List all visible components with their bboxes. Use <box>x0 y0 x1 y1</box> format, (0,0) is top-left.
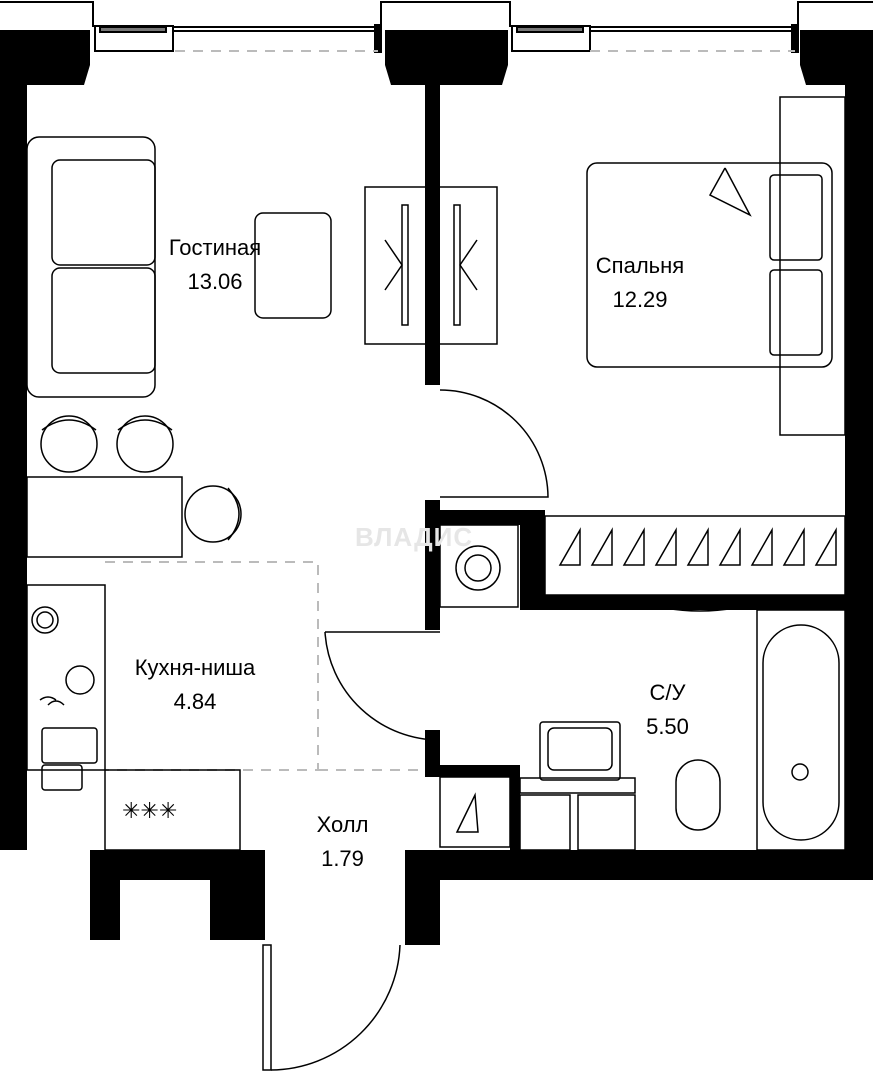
room-area: 13.06 <box>187 269 243 294</box>
sink <box>539 721 621 781</box>
room-area: 12.29 <box>612 287 668 312</box>
washing-machine <box>439 524 519 608</box>
chair <box>40 415 98 473</box>
bathtub <box>756 609 846 851</box>
wall-living-bedroom <box>425 85 440 385</box>
wall-pier-right <box>800 30 873 850</box>
room-hall: Холл 1.79 <box>295 810 390 874</box>
room-name: Гостиная <box>168 235 262 260</box>
wall-bottom-right <box>410 850 873 880</box>
wardrobe-living <box>364 186 498 345</box>
room-bedroom: Спальня 12.29 <box>580 251 700 315</box>
room-area: 1.79 <box>321 846 364 871</box>
sofa <box>26 136 156 398</box>
room-area: 4.84 <box>173 689 217 714</box>
wardrobe-bedroom <box>544 515 846 596</box>
room-name: С/У <box>649 680 686 705</box>
wall-closet-top <box>425 765 520 777</box>
wall-wardrobe-left <box>520 510 545 610</box>
watermark: ВЛАДИС <box>355 522 474 552</box>
stove <box>104 769 241 851</box>
closet <box>439 776 511 848</box>
doors <box>262 389 549 1071</box>
chair <box>184 485 242 543</box>
svg-text:✳✳✳: ✳✳✳ <box>122 798 177 823</box>
kitchen-counter <box>26 584 106 771</box>
toilet <box>675 759 721 831</box>
wall-closet <box>425 730 440 775</box>
bed <box>586 162 833 368</box>
blanket-fold <box>708 167 752 217</box>
windows <box>0 1 873 53</box>
wall-wardrobe-top <box>425 510 545 525</box>
room-name: Холл <box>316 812 369 837</box>
pillow <box>769 269 823 356</box>
walls <box>0 30 873 945</box>
room-kitchen: Кухня-ниша 4.84 <box>115 653 275 717</box>
room-bathroom: С/У 5.50 <box>620 678 715 742</box>
wall-left <box>0 30 27 850</box>
room-name: Кухня-ниша <box>134 655 256 680</box>
chair <box>116 415 174 473</box>
room-living: Гостиная 13.06 <box>150 233 280 297</box>
room-area: 5.50 <box>646 714 689 739</box>
wall-pier-left <box>0 30 90 85</box>
wall-closet-right <box>510 765 520 855</box>
pillow <box>769 174 823 261</box>
wall-wardrobe-bottom <box>520 595 845 610</box>
room-name: Спальня <box>595 253 685 278</box>
furniture: ✳✳✳ <box>26 96 846 851</box>
wall-pier-center <box>385 30 508 85</box>
wall-entry-left <box>210 850 265 940</box>
coffee-table <box>254 212 332 319</box>
bed-frame <box>779 96 846 436</box>
door-entrance <box>262 944 272 1071</box>
wall-washer <box>425 500 440 630</box>
dining-table <box>26 476 183 558</box>
wall-entry-right <box>405 850 440 945</box>
door-living <box>439 389 549 498</box>
door-hall <box>324 631 441 741</box>
